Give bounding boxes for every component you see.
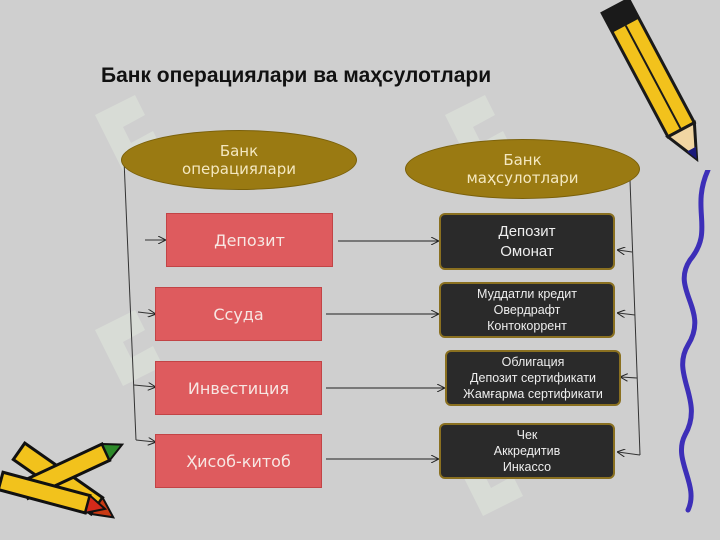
product-box-credit: Муддатли кредит Овердрафт Контокоррент <box>439 282 615 338</box>
products-header-line-1: Банк <box>503 151 542 169</box>
operations-header-line-1: Банк <box>219 142 259 160</box>
product-item: Омонат <box>500 242 554 260</box>
product-item: Овердрафт <box>493 303 561 317</box>
products-header: Банк маҳсулотлари <box>405 139 640 199</box>
crayons-icon <box>0 441 125 519</box>
product-item: Контокоррент <box>487 319 567 333</box>
product-item: Жамғарма сертификати <box>463 387 603 401</box>
operation-box-settlement: Ҳисоб-китоб <box>155 434 322 488</box>
product-item: Муддатли кредит <box>477 287 577 301</box>
scribble-decoration <box>678 170 711 513</box>
product-item: Депозит <box>498 222 556 240</box>
page-title: Банк операциялари ва маҳсулотлари <box>101 64 492 87</box>
product-box-deposit: Депозит Омонат <box>439 213 615 270</box>
product-item: Облигация <box>501 355 565 369</box>
operation-box-loan: Ссуда <box>155 287 322 341</box>
products-header-line-2: маҳсулотлари <box>466 169 579 187</box>
product-item: Депозит сертификати <box>470 371 596 385</box>
product-item: Инкассо <box>502 460 552 474</box>
operation-box-deposit: Депозит <box>166 213 333 267</box>
pencil-icon <box>600 0 699 163</box>
product-item: Чек <box>516 428 538 442</box>
product-box-securities: Облигация Депозит сертификати Жамғарма с… <box>445 350 621 406</box>
operation-box-investment: Инвестиция <box>155 361 322 415</box>
product-item: Аккредитив <box>493 444 561 458</box>
operations-header-line-2: операциялари <box>182 160 296 178</box>
product-box-payments: Чек Аккредитив Инкассо <box>439 423 615 479</box>
operations-header: Банк операциялари <box>121 130 357 190</box>
